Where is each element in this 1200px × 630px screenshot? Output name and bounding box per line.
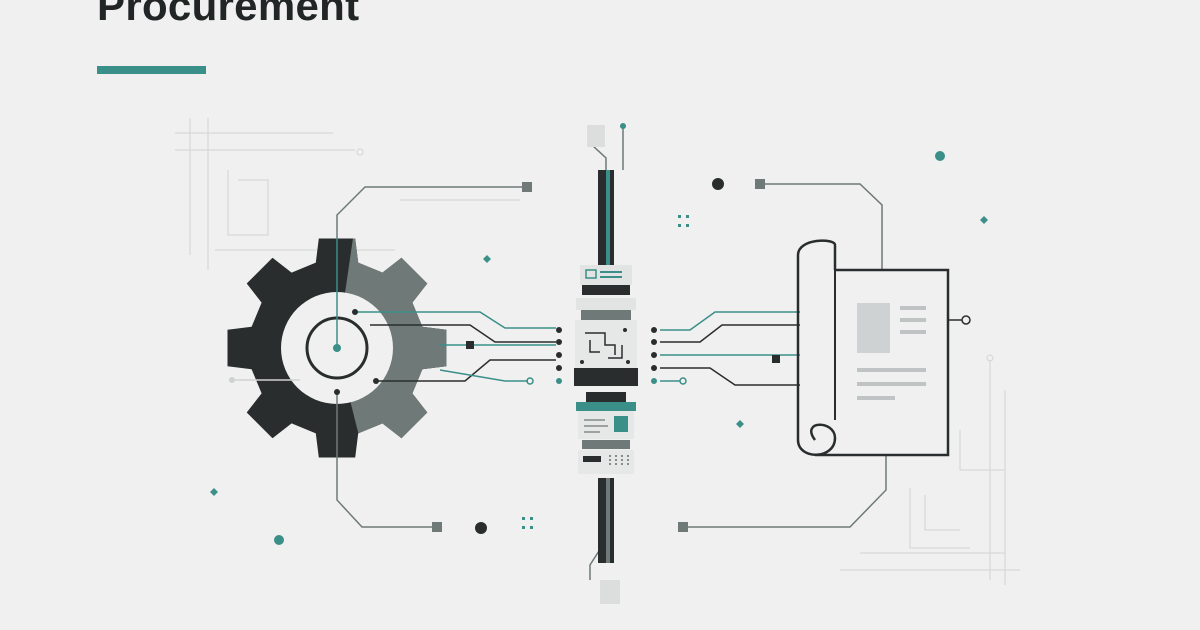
document-scroll-icon bbox=[796, 239, 950, 457]
circuit-connector-icon bbox=[556, 125, 657, 604]
background-grid-lines bbox=[175, 118, 1020, 585]
title-accent-bar bbox=[97, 66, 206, 74]
gear-icon bbox=[227, 238, 447, 458]
page-title: Procurement bbox=[97, 0, 360, 29]
